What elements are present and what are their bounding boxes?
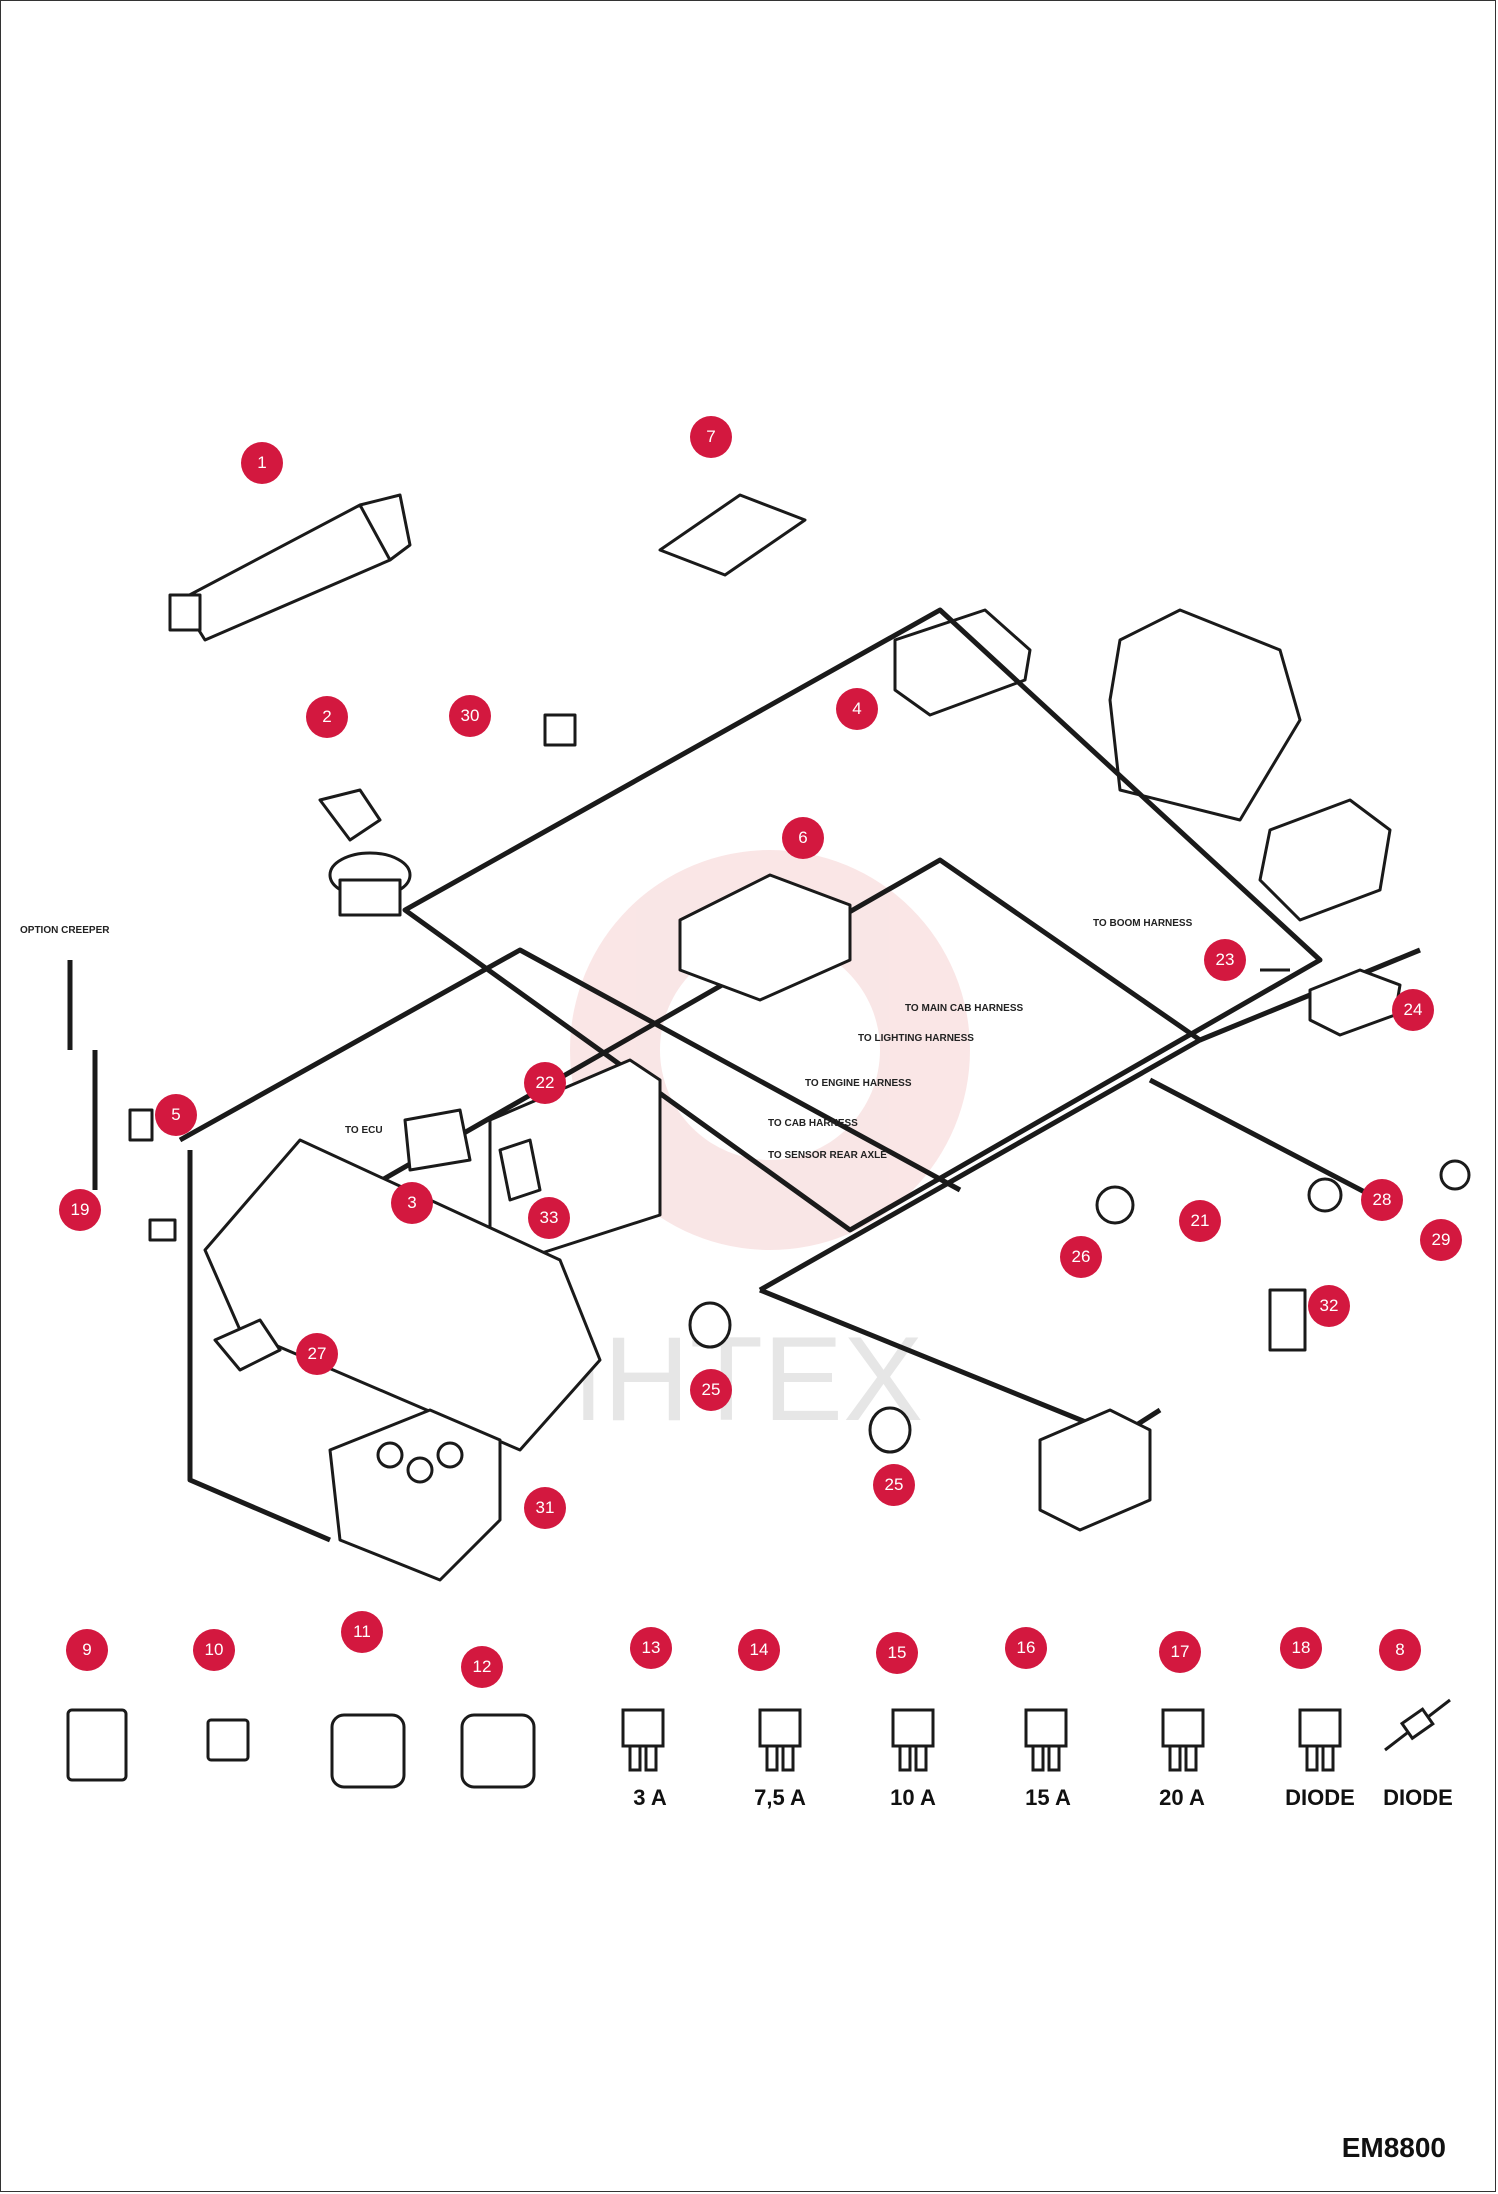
part-6-fuse-relay-box xyxy=(678,873,852,1002)
part-31-junction-box xyxy=(328,1408,502,1582)
label-option: OPTION CREEPER xyxy=(20,925,110,936)
part-14-fuse xyxy=(758,1708,802,1772)
callout-9[interactable]: 9 xyxy=(66,1629,108,1671)
fuse-rating-17: 20 A xyxy=(1159,1785,1205,1810)
fuse-rating-15: 10 A xyxy=(890,1785,936,1810)
callout-31[interactable]: 31 xyxy=(524,1487,566,1529)
part-15-fuse xyxy=(891,1708,935,1772)
callout-1[interactable]: 1 xyxy=(241,442,283,484)
callout-4[interactable]: 4 xyxy=(836,688,878,730)
callout-22[interactable]: 22 xyxy=(524,1062,566,1104)
label-to-main: TO MAIN CAB HARNESS xyxy=(905,1003,1024,1014)
callout-30[interactable]: 30 xyxy=(449,695,491,737)
part-24-module xyxy=(1308,968,1402,1037)
label-to-boom: TO BOOM HARNESS xyxy=(1093,918,1193,929)
part-3-relay xyxy=(403,1108,472,1172)
main-wiring-harness xyxy=(67,607,1421,1543)
part-11-relay xyxy=(330,1713,406,1789)
part-17-fuse xyxy=(1161,1708,1205,1772)
drawing-code: EM8800 xyxy=(1341,2132,1446,2163)
part-33-control-unit xyxy=(488,1058,662,1262)
label-to-ecu: TO ECU xyxy=(345,1125,383,1136)
callout-21[interactable]: 21 xyxy=(1179,1200,1221,1242)
diode-label-8: DIODE xyxy=(1383,1785,1453,1810)
diode-label-18: DIODE xyxy=(1285,1785,1355,1810)
watermark-logo xyxy=(570,850,970,1250)
label-to-sensor: TO SENSOR REAR AXLE xyxy=(768,1150,887,1161)
part-18-diode xyxy=(1298,1708,1342,1772)
part-13-fuse xyxy=(621,1708,665,1772)
part-32-filter-sensor xyxy=(1268,1288,1307,1352)
callout-8[interactable]: 8 xyxy=(1379,1629,1421,1671)
part-27-connector xyxy=(213,1318,282,1372)
part-28-sensor xyxy=(1307,1177,1343,1213)
label-to-lighting: TO LIGHTING HARNESS xyxy=(858,1033,974,1044)
fuse-rating-13: 3 A xyxy=(633,1785,667,1810)
fuse-rating-16: 15 A xyxy=(1025,1785,1071,1810)
callout-18[interactable]: 18 xyxy=(1280,1627,1322,1669)
callout-12[interactable]: 12 xyxy=(461,1646,503,1688)
part-26-sensor xyxy=(1095,1185,1135,1225)
callout-6[interactable]: 6 xyxy=(782,817,824,859)
callout-32[interactable]: 32 xyxy=(1308,1285,1350,1327)
part-16-fuse xyxy=(1024,1708,1068,1772)
callout-10[interactable]: 10 xyxy=(193,1629,235,1671)
callout-25-b[interactable]: 25 xyxy=(873,1464,915,1506)
part-19-connector xyxy=(148,1218,177,1242)
callout-2[interactable]: 2 xyxy=(306,696,348,738)
callout-24[interactable]: 24 xyxy=(1392,989,1434,1031)
label-to-engine: TO ENGINE HARNESS xyxy=(805,1078,912,1089)
part-2-key-switch xyxy=(318,788,412,917)
battery-box xyxy=(1038,1408,1152,1532)
part-8-diode xyxy=(1384,1698,1451,1752)
callout-28[interactable]: 28 xyxy=(1361,1179,1403,1221)
callout-23[interactable]: 23 xyxy=(1204,939,1246,981)
callout-16[interactable]: 16 xyxy=(1005,1627,1047,1669)
callout-5[interactable]: 5 xyxy=(155,1094,197,1136)
callout-11[interactable]: 11 xyxy=(341,1611,383,1653)
label-to-cab: TO CAB HARNESS xyxy=(768,1118,858,1129)
callout-15[interactable]: 15 xyxy=(876,1632,918,1674)
callout-3[interactable]: 3 xyxy=(391,1182,433,1224)
part-30-push-button xyxy=(543,713,577,747)
fuse-rating-14: 7,5 A xyxy=(754,1785,806,1810)
part-4-ecu xyxy=(893,608,1392,922)
part-25-horn-left xyxy=(688,1301,732,1349)
part-1-grease-tube xyxy=(168,493,412,642)
callout-27[interactable]: 27 xyxy=(296,1333,338,1375)
part-5-connector xyxy=(128,1108,154,1142)
part-10-relay xyxy=(206,1718,250,1762)
part-12-relay xyxy=(460,1713,536,1789)
part-9-relay xyxy=(66,1708,128,1782)
callout-29[interactable]: 29 xyxy=(1420,1219,1462,1261)
callout-26[interactable]: 26 xyxy=(1060,1236,1102,1278)
part-7-label-plate xyxy=(658,493,807,577)
part-25-horn-right xyxy=(868,1406,912,1454)
part-29-ring-terminal xyxy=(1439,1159,1471,1191)
callout-33[interactable]: 33 xyxy=(528,1197,570,1239)
callout-13[interactable]: 13 xyxy=(630,1627,672,1669)
callout-17[interactable]: 17 xyxy=(1159,1631,1201,1673)
callout-14[interactable]: 14 xyxy=(738,1629,780,1671)
callout-19[interactable]: 19 xyxy=(59,1189,101,1231)
callout-25-a[interactable]: 25 xyxy=(690,1369,732,1411)
callout-7[interactable]: 7 xyxy=(690,416,732,458)
